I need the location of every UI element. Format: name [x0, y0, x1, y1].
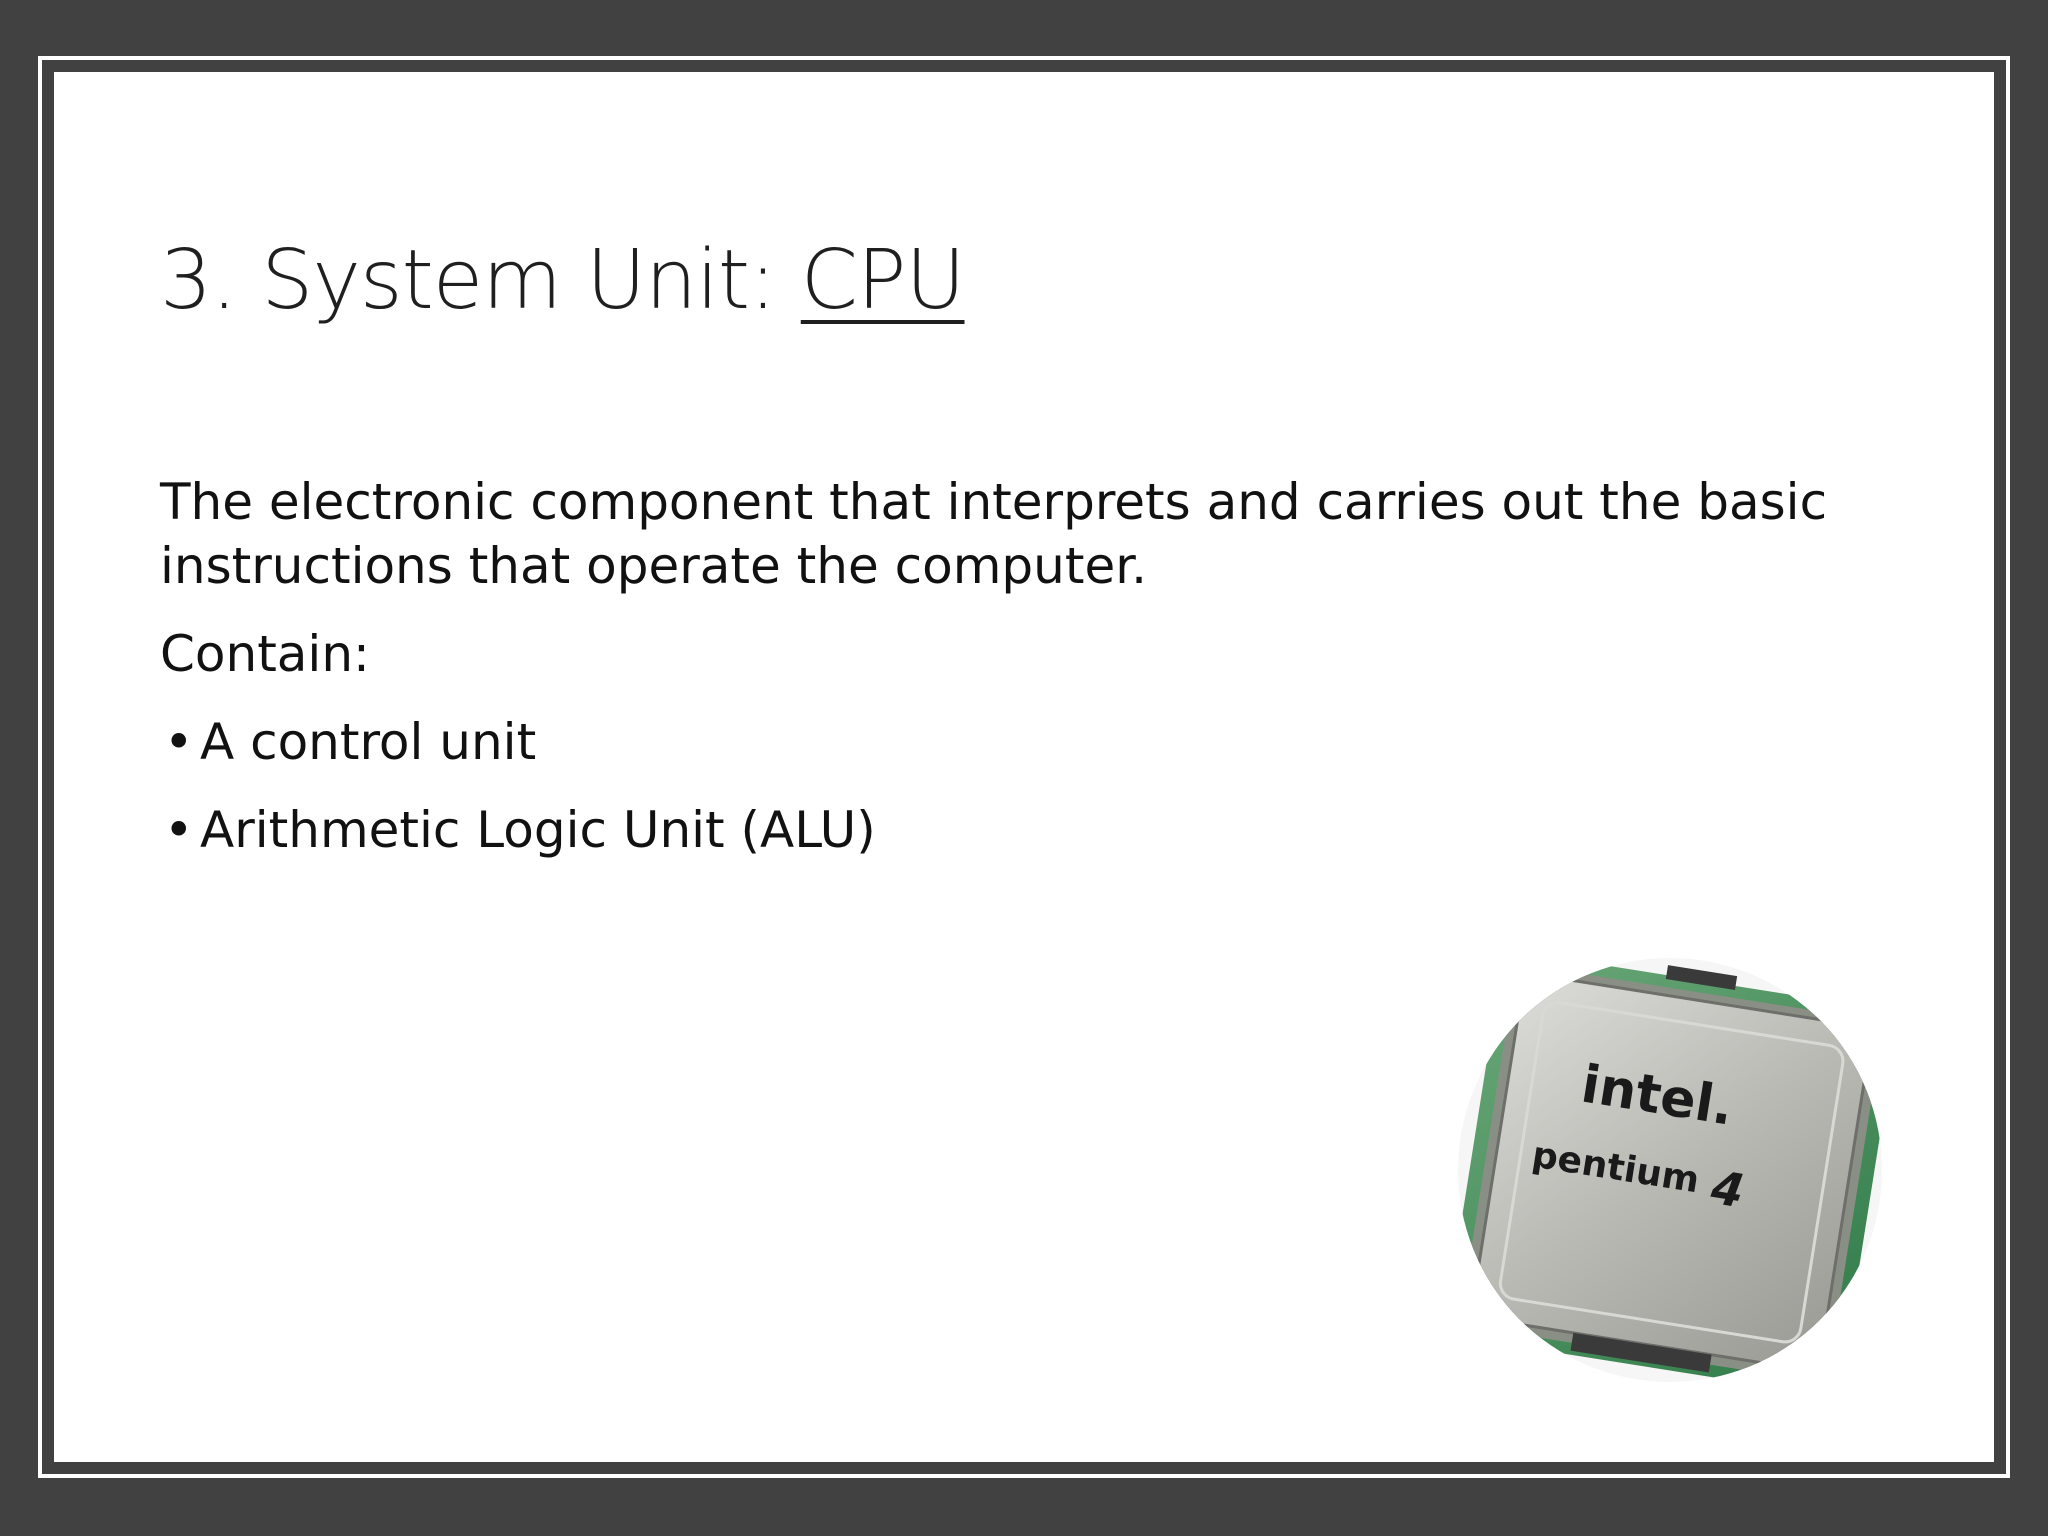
- component-list: • A control unit • Arithmetic Logic Unit…: [160, 710, 1880, 862]
- slide-title: 3. System Unit: CPU: [160, 240, 965, 322]
- title-cpu-link[interactable]: CPU: [800, 233, 966, 328]
- bullet-icon: •: [164, 713, 194, 771]
- list-item: • A control unit: [160, 710, 1880, 774]
- list-item-label: A control unit: [200, 713, 537, 771]
- cpu-description: The electronic component that interprets…: [160, 473, 1828, 595]
- slide-body: The electronic component that interprets…: [160, 470, 1880, 886]
- cpu-chip-photo: intel. pentium 4: [1450, 951, 1890, 1390]
- contain-label: Contain:: [160, 625, 370, 683]
- slide-outer-border: [38, 56, 2010, 1478]
- list-item: • Arithmetic Logic Unit (ALU): [160, 798, 1880, 862]
- bullet-icon: •: [164, 801, 194, 859]
- list-item-label: Arithmetic Logic Unit (ALU): [200, 801, 876, 859]
- title-prefix: 3. System Unit:: [160, 233, 801, 328]
